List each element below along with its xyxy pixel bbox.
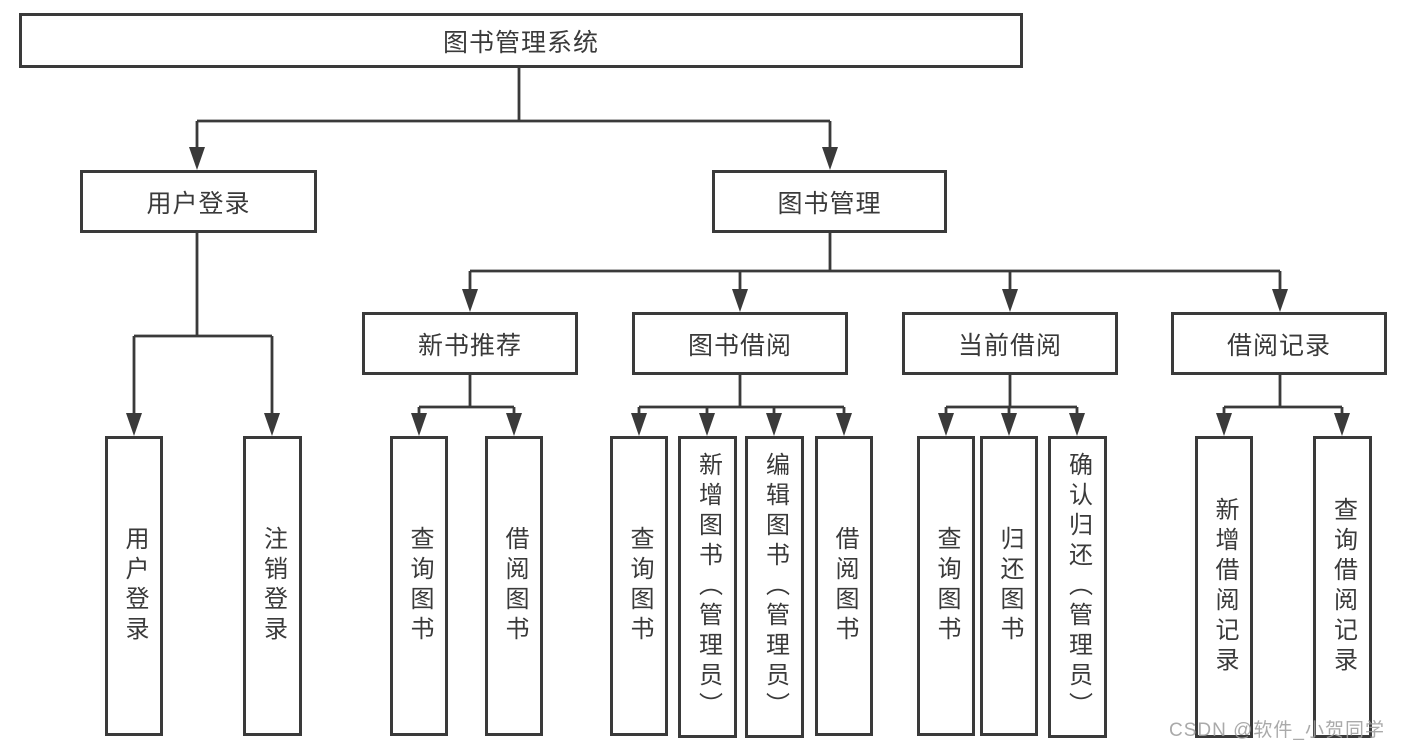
connector-current-borrowing-to-leaves [938,375,1085,436]
node-book-borrowing: 图书借阅 [632,312,848,375]
leaf-bb-borrow-books-label: 借阅图书 [831,526,858,646]
leaf-user-login-label: 用户登录 [121,526,148,646]
node-new-book-recommendation: 新书推荐 [362,312,578,375]
leaf-bb-edit-books-admin: 编辑图书（管理员） [745,436,804,738]
node-current-borrowing: 当前借阅 [902,312,1118,375]
leaf-cb-return-books: 归还图书 [980,436,1038,736]
leaf-nbr-borrow-books-label: 借阅图书 [501,526,528,646]
connector-new-book-recommendation-to-leaves [411,375,522,436]
connector-borrowing-records-to-leaves [1216,375,1350,436]
node-borrowing-records-label: 借阅记录 [1226,331,1331,360]
leaf-cb-query-books-label: 查询图书 [933,526,960,646]
node-new-book-recommendation-label: 新书推荐 [417,331,522,360]
node-user-login: 用户登录 [80,170,317,233]
node-book-management: 图书管理 [712,170,947,233]
node-current-borrowing-label: 当前借阅 [957,331,1062,360]
connector-root-to-level2 [189,68,838,170]
leaf-nbr-query-books-label: 查询图书 [406,526,433,646]
leaf-br-add-borrow-record-label: 新增借阅记录 [1211,497,1238,677]
leaf-br-query-borrow-record-label: 查询借阅记录 [1329,497,1357,677]
leaf-logout-label: 注销登录 [259,526,287,646]
node-book-borrowing-label: 图书借阅 [687,331,792,360]
node-user-login-label: 用户登录 [146,189,251,218]
leaf-br-add-borrow-record: 新增借阅记录 [1195,436,1253,738]
leaf-user-login: 用户登录 [105,436,163,736]
node-root-label: 图书管理系统 [442,28,599,57]
node-root: 图书管理系统 [19,13,1023,68]
leaf-nbr-borrow-books: 借阅图书 [485,436,543,736]
connector-book-management-to-level3 [462,233,1288,312]
leaf-bb-query-books-label: 查询图书 [626,526,653,646]
leaf-cb-return-books-label: 归还图书 [996,526,1023,646]
leaf-bb-edit-books-admin-label: 编辑图书（管理员） [761,452,789,722]
leaf-nbr-query-books: 查询图书 [390,436,448,736]
leaf-cb-confirm-return-admin: 确认归还（管理员） [1048,436,1107,738]
leaf-cb-confirm-return-admin-label: 确认归还（管理员） [1064,452,1092,722]
node-book-management-label: 图书管理 [777,189,882,218]
leaf-br-query-borrow-record: 查询借阅记录 [1313,436,1372,738]
leaf-cb-query-books: 查询图书 [917,436,975,736]
connector-user-login-to-leaves [126,233,280,436]
connector-book-borrowing-to-leaves [631,375,852,436]
leaf-bb-add-books-admin: 新增图书（管理员） [678,436,737,738]
node-borrowing-records: 借阅记录 [1171,312,1387,375]
leaf-logout: 注销登录 [243,436,302,736]
leaf-bb-borrow-books: 借阅图书 [815,436,873,736]
watermark: CSDN @软件_小贺同学 [1169,720,1385,741]
leaf-bb-query-books: 查询图书 [610,436,668,736]
leaf-bb-add-books-admin-label: 新增图书（管理员） [694,452,722,722]
